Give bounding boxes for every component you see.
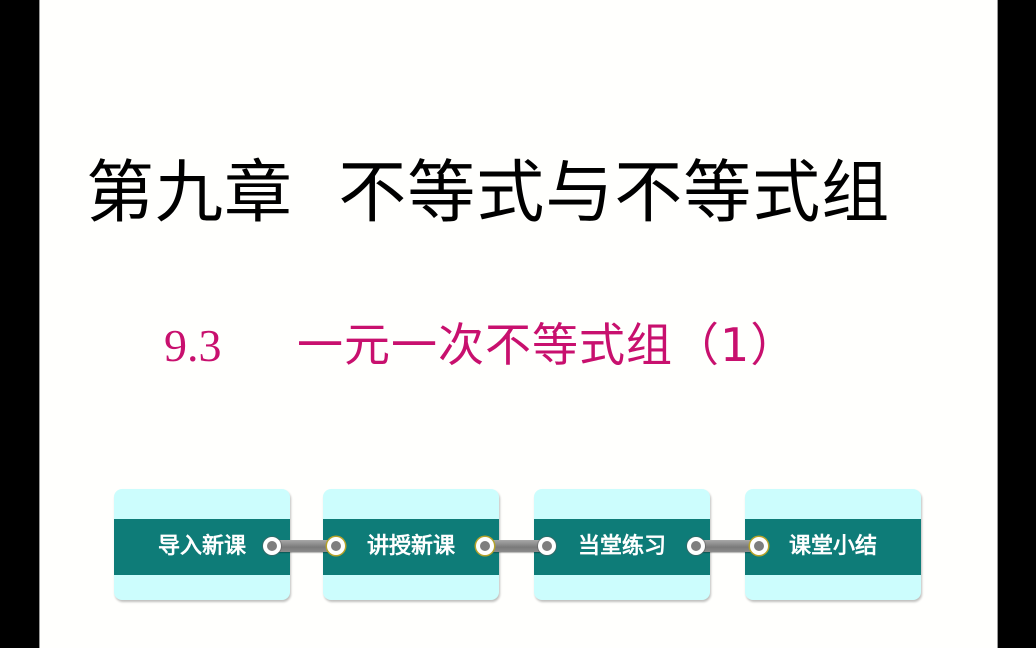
section-name: 一元一次不等式组（1）	[297, 318, 798, 372]
link-connector-icon	[480, 540, 550, 552]
nav-button-class-practice[interactable]: 当堂练习	[534, 489, 710, 600]
ring-icon	[476, 537, 494, 555]
ring-icon	[327, 537, 345, 555]
link-connector-icon	[691, 540, 761, 552]
section-number: 9.3	[164, 320, 222, 371]
ring-icon	[538, 537, 556, 555]
nav-band: 当堂练习	[534, 519, 710, 575]
nav-button-label: 导入新课	[157, 534, 246, 559]
chapter-title: 第九章 不等式与不等式组	[86, 154, 891, 233]
section-title: 9.3 一元一次不等式组（1）	[164, 316, 796, 376]
nav-band: 讲授新课	[323, 519, 499, 575]
ring-icon	[263, 537, 281, 555]
ring-icon	[750, 537, 768, 555]
nav-button-class-summary[interactable]: 课堂小结	[745, 489, 921, 600]
nav-button-teach-new-lesson[interactable]: 讲授新课	[323, 489, 499, 600]
nav-button-label: 讲授新课	[366, 534, 455, 559]
nav-button-label: 课堂小结	[788, 534, 877, 559]
nav-button-intro-new-lesson[interactable]: 导入新课	[114, 489, 290, 600]
link-connector-icon	[268, 540, 340, 552]
nav-button-label: 当堂练习	[577, 534, 666, 559]
ring-icon	[687, 537, 705, 555]
nav-band: 导入新课	[114, 519, 290, 575]
nav-band: 课堂小结	[745, 519, 921, 575]
